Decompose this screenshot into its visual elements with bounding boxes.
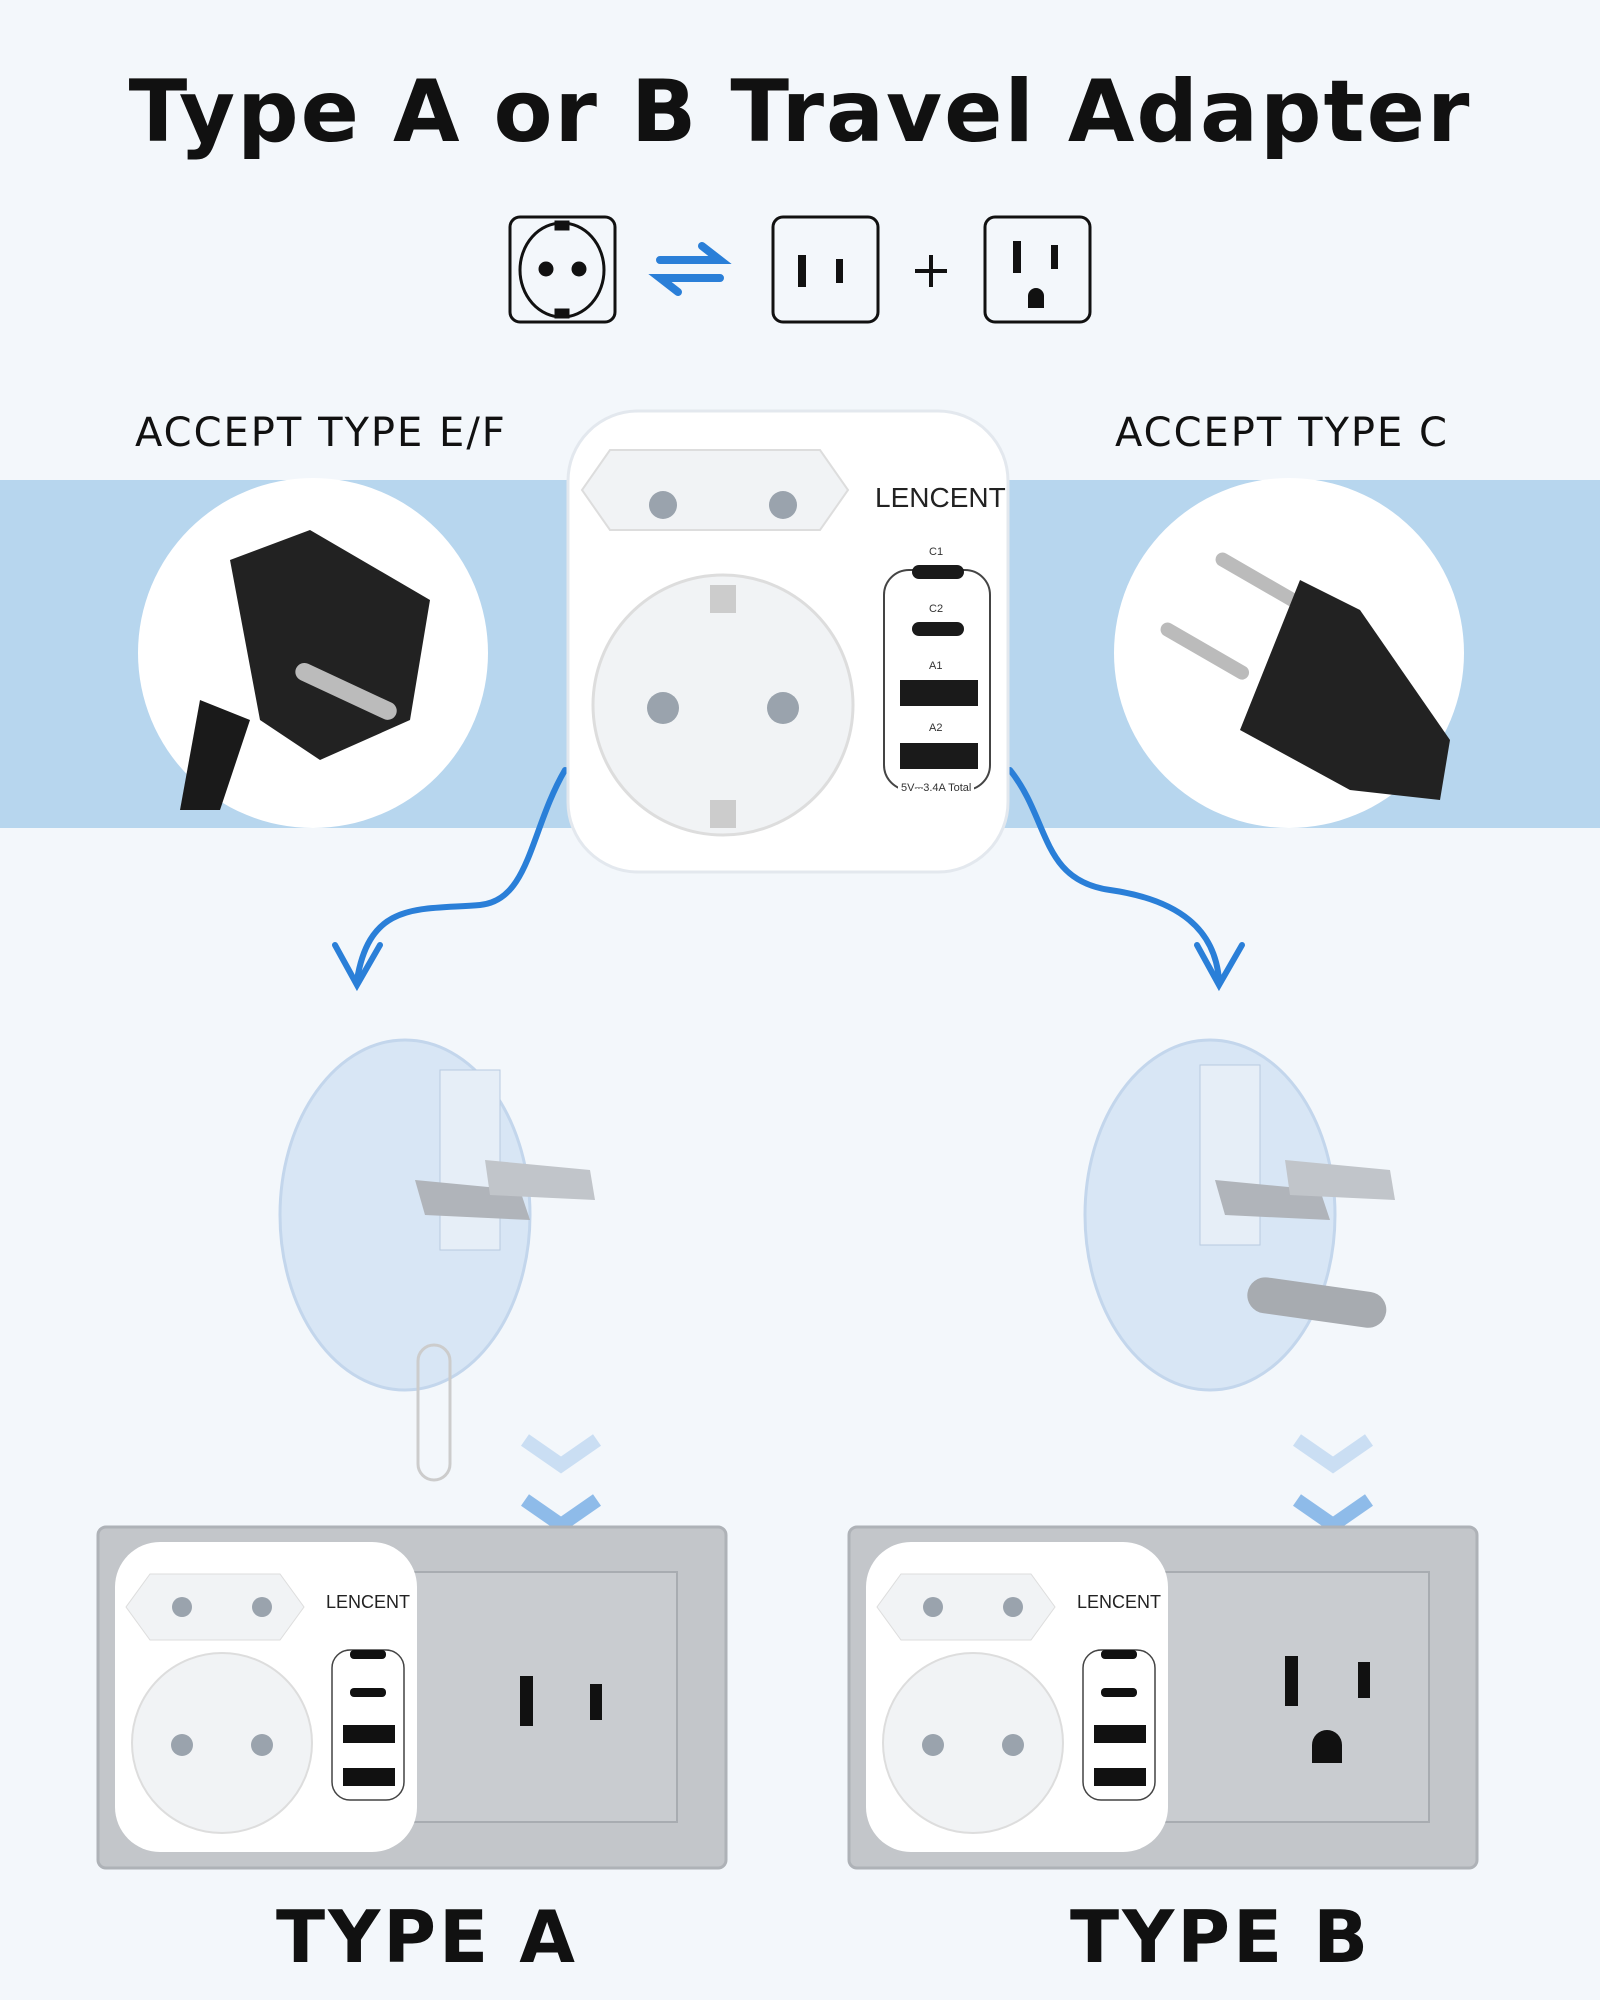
flow-arrows [332,767,1245,992]
type-b-socket-icon [983,215,1092,324]
plus-icon [915,255,947,287]
type-c-plug-image [1114,478,1464,828]
type-b-label: TYPE B [1070,1895,1372,1979]
adapter-brand: LENCENT [875,482,1006,513]
schuko-socket-icon [508,215,617,324]
adapter-rating: 5V⎓3.4A Total [898,782,975,795]
type-ef-plug-image [138,478,488,828]
port-label: A2 [929,722,943,734]
accept-type-ef-label: ACCEPT TYPE E/F [135,410,507,456]
page-title: Type A or B Travel Adapter [128,62,1472,162]
port-label: A1 [929,660,943,672]
accept-type-c-label: ACCEPT TYPE C [1115,410,1449,456]
port-label: C1 [929,546,944,558]
main-adapter-image [566,409,1010,874]
type-a-label: TYPE A [276,1895,578,1979]
port-label: C2 [929,603,944,615]
swap-arrows-icon [648,242,732,296]
type-a-socket-icon [771,215,880,324]
